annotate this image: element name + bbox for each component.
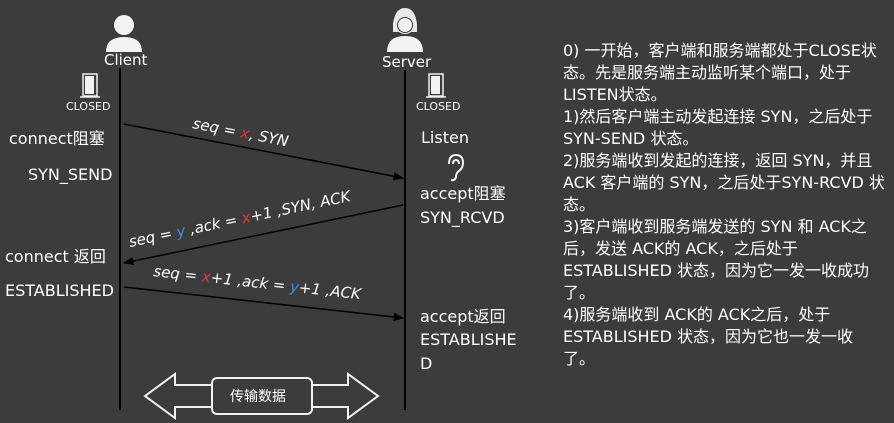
seq-text: seq = bbox=[127, 223, 178, 251]
client-established-state: ESTABLISHED bbox=[5, 281, 114, 300]
rest-text: +1 ,SYN, ACK bbox=[249, 187, 353, 226]
server-title: Server bbox=[382, 53, 432, 71]
data-transfer-label: 传输数据 bbox=[230, 389, 286, 405]
seq-text: seq = bbox=[153, 262, 203, 285]
x-value: x bbox=[238, 123, 251, 143]
server-established-state-cont: D bbox=[420, 354, 433, 373]
explanation-step-1: 1)然后客户端主动发起连接 SYN，之后处于 SYN-SEND 状态。 bbox=[563, 107, 873, 148]
ack-text: ,ack = bbox=[183, 210, 243, 239]
syn-arrow bbox=[123, 123, 405, 181]
client-person-icon bbox=[106, 15, 142, 52]
client-closed-state: CLOSED bbox=[66, 100, 111, 113]
syn-text: , SYN bbox=[248, 125, 290, 150]
client-title: Client bbox=[104, 51, 148, 69]
client-connect-blocked: connect阻塞 bbox=[9, 129, 105, 148]
server-door-icon bbox=[426, 73, 446, 98]
client-door-icon bbox=[80, 73, 100, 98]
explanation-step-3: 3)客户端收到服务端发送的 SYN 和 ACK之后，发送 ACK的 ACK，之后… bbox=[563, 217, 870, 302]
explanation-panel: 0) 一开始，客户端和服务端都处于CLOSE状态。先是服务端主动监听某个端口，处… bbox=[563, 40, 885, 370]
y-value: y bbox=[288, 277, 301, 296]
syn-ack-message-label: seq = y ,ack = x+1 ,SYN, ACK bbox=[127, 187, 353, 251]
ear-icon bbox=[448, 153, 465, 182]
server-closed-state: CLOSED bbox=[416, 100, 461, 113]
rest-text: +1 ,ACK bbox=[298, 278, 363, 303]
x-value: x bbox=[200, 267, 212, 286]
ack-arrow bbox=[123, 286, 405, 322]
ack-text: +1 ,ack = bbox=[210, 269, 291, 296]
explanation-step-2: 2)服务端收到发起的连接，返回 SYN，并且 ACK 客户端的 SYN，之后处于… bbox=[563, 151, 885, 214]
syn-ack-arrow bbox=[122, 204, 404, 266]
syn-message-label: seq = x, SYN bbox=[191, 114, 290, 150]
client-syn-send-state: SYN_SEND bbox=[28, 165, 113, 184]
server-accept-return: accept返回 bbox=[420, 307, 506, 326]
explanation-step-0: 0) 一开始，客户端和服务端都处于CLOSE状态。先是服务端主动监听某个端口，处… bbox=[563, 41, 877, 104]
x-value: x bbox=[239, 208, 252, 228]
seq-text: seq = bbox=[191, 114, 242, 141]
server-person-icon bbox=[387, 8, 423, 52]
server-established-state: ESTABLISHE bbox=[420, 330, 517, 349]
explanation-step-4: 4)服务端收到 ACK的 ACK之后，处于 ESTABLISHED 状态，因为它… bbox=[563, 305, 854, 368]
double-arrow-icon bbox=[143, 372, 380, 420]
client-connect-return: connect 返回 bbox=[5, 247, 106, 266]
server-listen-state: Listen bbox=[421, 128, 469, 147]
server-syn-rcvd-state: SYN_RCVD bbox=[420, 208, 505, 227]
ack-message-label: seq = x+1 ,ack = y+1 ,ACK bbox=[153, 262, 363, 303]
server-accept-blocked: accept阻塞 bbox=[420, 184, 506, 203]
